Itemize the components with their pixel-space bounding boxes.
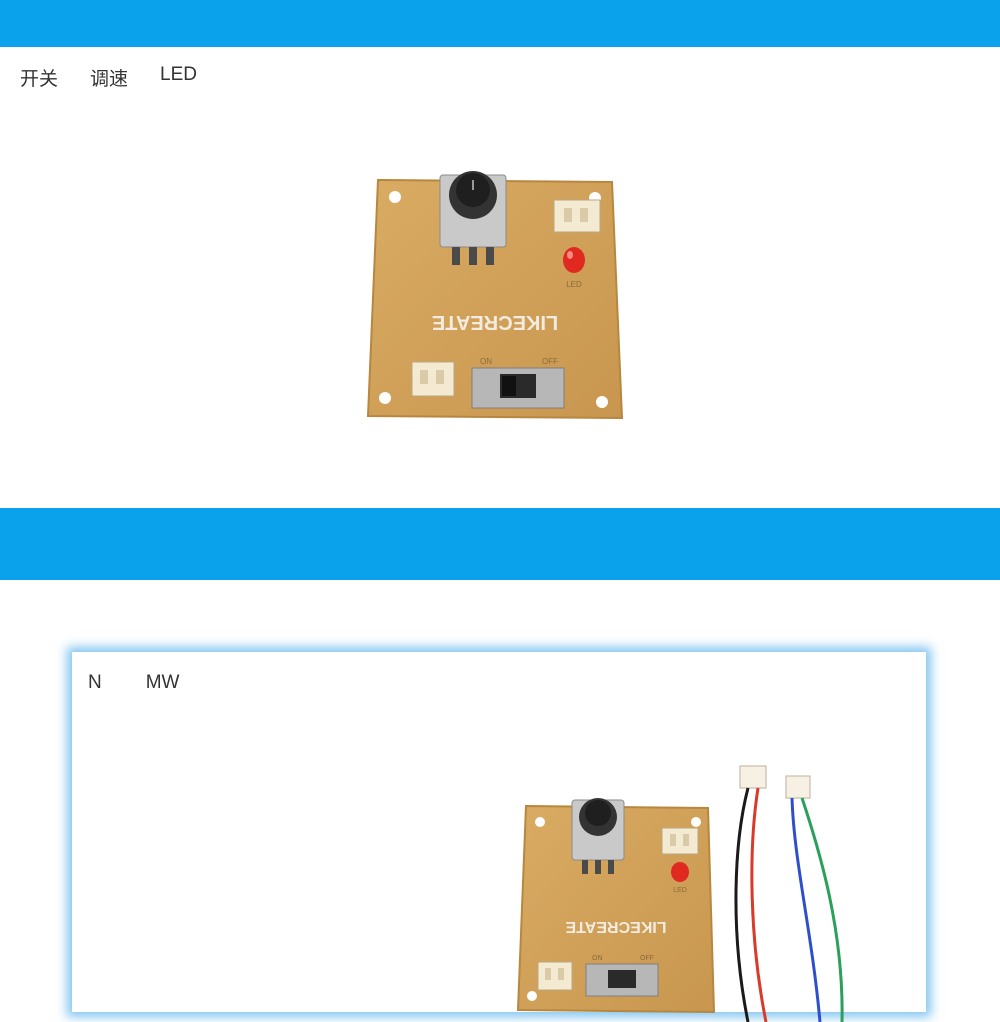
label-speed: 调速 bbox=[90, 69, 129, 90]
product-panel-2: N MW LED bbox=[72, 652, 926, 1022]
svg-text:ON: ON bbox=[592, 955, 603, 962]
brand-text: LIKECREATE bbox=[565, 918, 666, 935]
connector-icon bbox=[553, 199, 601, 233]
connector-icon bbox=[537, 961, 573, 991]
label-switch: 开关 bbox=[20, 69, 59, 90]
slide-switch-icon: ON OFF bbox=[471, 357, 565, 409]
top-banner bbox=[0, 0, 1000, 47]
label-n: N bbox=[88, 672, 102, 693]
label-mw: MW bbox=[145, 672, 180, 693]
pcb-with-cables-photo: LED LIKECREATE ON OFF bbox=[516, 765, 844, 1022]
potentiometer-icon bbox=[439, 171, 507, 265]
svg-text:LED: LED bbox=[566, 280, 582, 289]
svg-text:OFF: OFF bbox=[640, 955, 654, 962]
svg-text:LED: LED bbox=[673, 887, 687, 894]
svg-text:ON: ON bbox=[480, 357, 492, 366]
connector-icon bbox=[661, 827, 699, 855]
cable-red-black-icon bbox=[734, 765, 768, 1022]
connector-icon bbox=[411, 361, 455, 397]
cable-blue-green-icon bbox=[785, 775, 844, 1022]
section1-labels: 开关 调速 LED bbox=[20, 64, 229, 91]
slide-switch-icon: ON OFF bbox=[585, 955, 659, 997]
brand-text: LIKECREATE bbox=[432, 311, 558, 333]
section2-labels: N MW bbox=[88, 672, 224, 694]
led-icon: LED bbox=[563, 247, 585, 289]
pcb-photo-1: LED LIKECREATE ON OFF bbox=[366, 171, 624, 420]
pcb-board bbox=[366, 178, 624, 420]
label-led: LED bbox=[160, 64, 197, 85]
led-icon: LED bbox=[671, 862, 689, 894]
potentiometer-icon bbox=[571, 798, 625, 874]
svg-text:OFF: OFF bbox=[542, 357, 558, 366]
middle-banner bbox=[0, 508, 1000, 580]
